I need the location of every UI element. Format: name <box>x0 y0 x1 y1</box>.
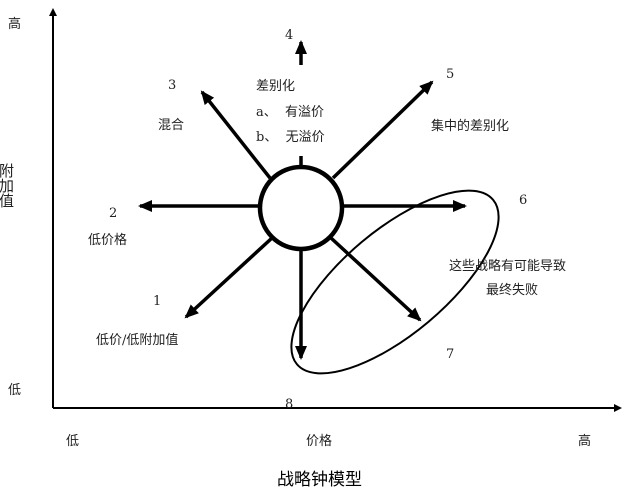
failure-ellipse <box>290 189 500 375</box>
strategy-8-number: 8 <box>285 397 293 412</box>
strategy-1-number: 1 <box>153 294 161 309</box>
strategy-2-number: 2 <box>109 206 117 221</box>
clock-center-circle <box>257 164 345 252</box>
arrow-3 <box>200 90 272 180</box>
arrow-7 <box>329 236 422 322</box>
strategy-2-label: 低价格 <box>88 232 127 248</box>
strategy-6-number: 6 <box>519 193 527 208</box>
y-high-label: 高 <box>8 16 21 32</box>
strategy-3-label: 混合 <box>158 118 184 133</box>
strategy-7-number: 7 <box>446 347 454 362</box>
y-axis-label: 附加值 <box>0 163 15 208</box>
strategy-1-label: 低价/低附加值 <box>96 332 178 348</box>
failure-note-line-2: 最终失败 <box>486 282 538 298</box>
strategy-3-number: 3 <box>168 78 176 93</box>
strategy-4-sub-b: b、 无溢价 <box>256 130 325 145</box>
strategy-4-number: 4 <box>285 28 293 43</box>
strategy-4-label: 差别化 <box>256 79 295 94</box>
failure-note-line-1: 这些战略有可能导致 <box>449 258 566 274</box>
x-axis-label: 价格 <box>306 433 332 449</box>
arrow-1 <box>184 236 274 319</box>
x-low-label: 低 <box>66 434 79 449</box>
diagram-title: 战略钟模型 <box>277 470 362 490</box>
strategy-4-sub-a: a、 有溢价 <box>256 105 324 120</box>
arrow-5 <box>331 80 434 180</box>
strategy-5-label: 集中的差别化 <box>431 118 509 134</box>
strategy-5-number: 5 <box>446 67 454 82</box>
y-low-label: 低 <box>8 383 21 398</box>
x-high-label: 高 <box>578 433 591 449</box>
